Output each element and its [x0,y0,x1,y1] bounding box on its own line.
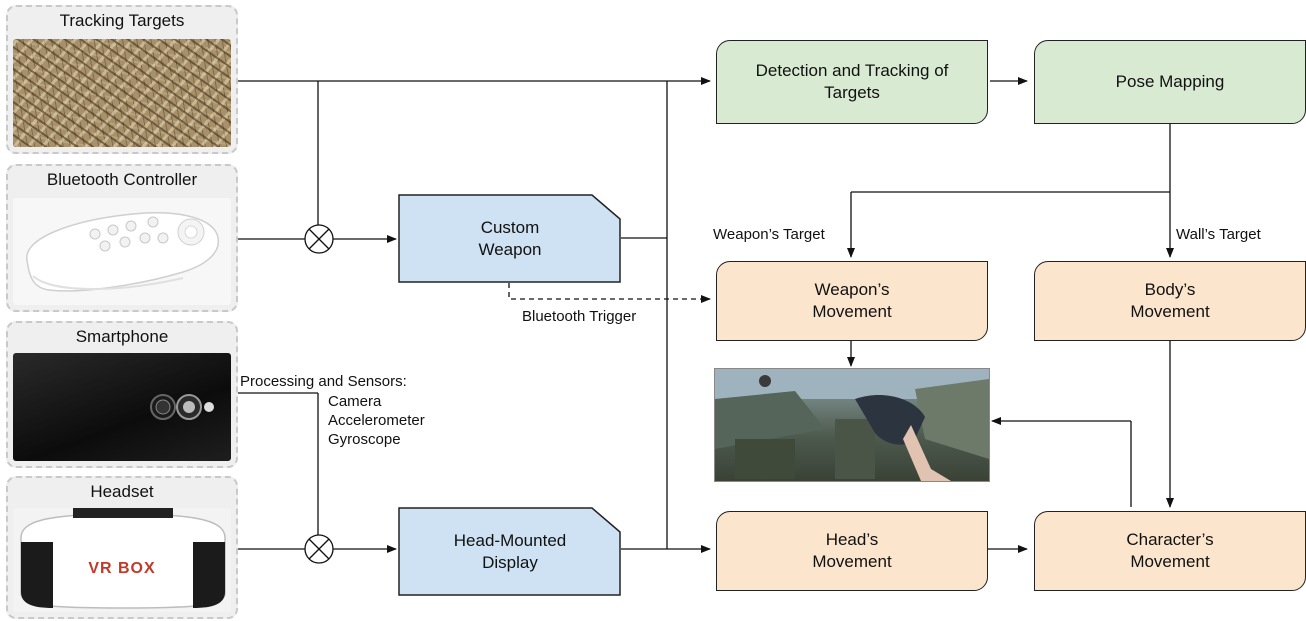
smartphone-image [13,353,231,461]
sensor-accelerometer: Accelerometer [328,412,425,429]
sensor-gyroscope: Gyroscope [328,431,401,448]
game-scene-icon [715,369,989,481]
controller-image [13,198,231,305]
headset-brand: VR BOX [88,560,156,577]
bluetooth-controller-title: Bluetooth Controller [46,170,198,189]
sensor-list: Camera Accelerometer Gyroscope [328,392,425,449]
pose-mapping-box: Pose Mapping [1034,40,1306,124]
game-screenshot [714,368,990,482]
tracking-targets-panel: Tracking Targets [6,5,238,154]
processing-sensors-label: Processing and Sensors: [240,373,407,390]
combiner-top [304,224,334,254]
phone-camera-icon [150,394,214,420]
sensor-camera: Camera [328,393,382,410]
vr-headset-icon [20,508,226,609]
body-movement-box: Body’s Movement [1034,261,1306,341]
head-mounted-display-box: Head-Mounted Display [453,531,567,572]
headset-title: Headset [90,482,154,501]
wood-chips-texture [13,39,231,147]
smartphone-panel: Smartphone [6,321,238,468]
headset-image: VR BOX [13,508,231,612]
head-movement-box: Head’s Movement [716,511,988,591]
detection-tracking-box: Detection and Tracking of Targets [716,40,988,124]
smartphone-title: Smartphone [75,327,169,346]
weapon-target-label: Weapon’s Target [713,226,825,243]
character-movement-box: Character’s Movement [1034,511,1306,591]
custom-weapon-shape [398,194,621,283]
custom-weapon-box: Custom Weapon [478,218,542,259]
headset-panel: Headset VR BOX [6,476,238,619]
bluetooth-controller-panel: Bluetooth Controller [6,164,238,312]
combiner-bottom [304,534,334,564]
head-mounted-display-shape [398,507,621,596]
controller-icon [26,212,220,292]
tracking-targets-title: Tracking Targets [59,11,185,30]
weapon-movement-box: Weapon’s Movement [716,261,988,341]
wall-target-label: Wall’s Target [1176,226,1261,243]
bluetooth-trigger-label: Bluetooth Trigger [522,308,637,325]
